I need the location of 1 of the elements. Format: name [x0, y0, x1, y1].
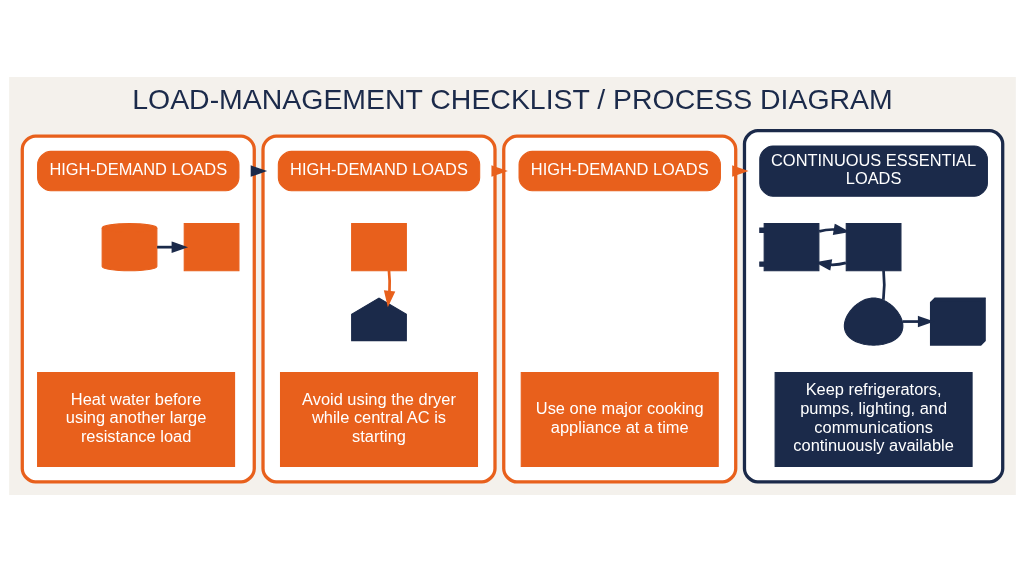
diagram-title: LOAD-MANAGEMENT CHECKLIST / PROCESS DIAGRAM: [131, 82, 893, 115]
